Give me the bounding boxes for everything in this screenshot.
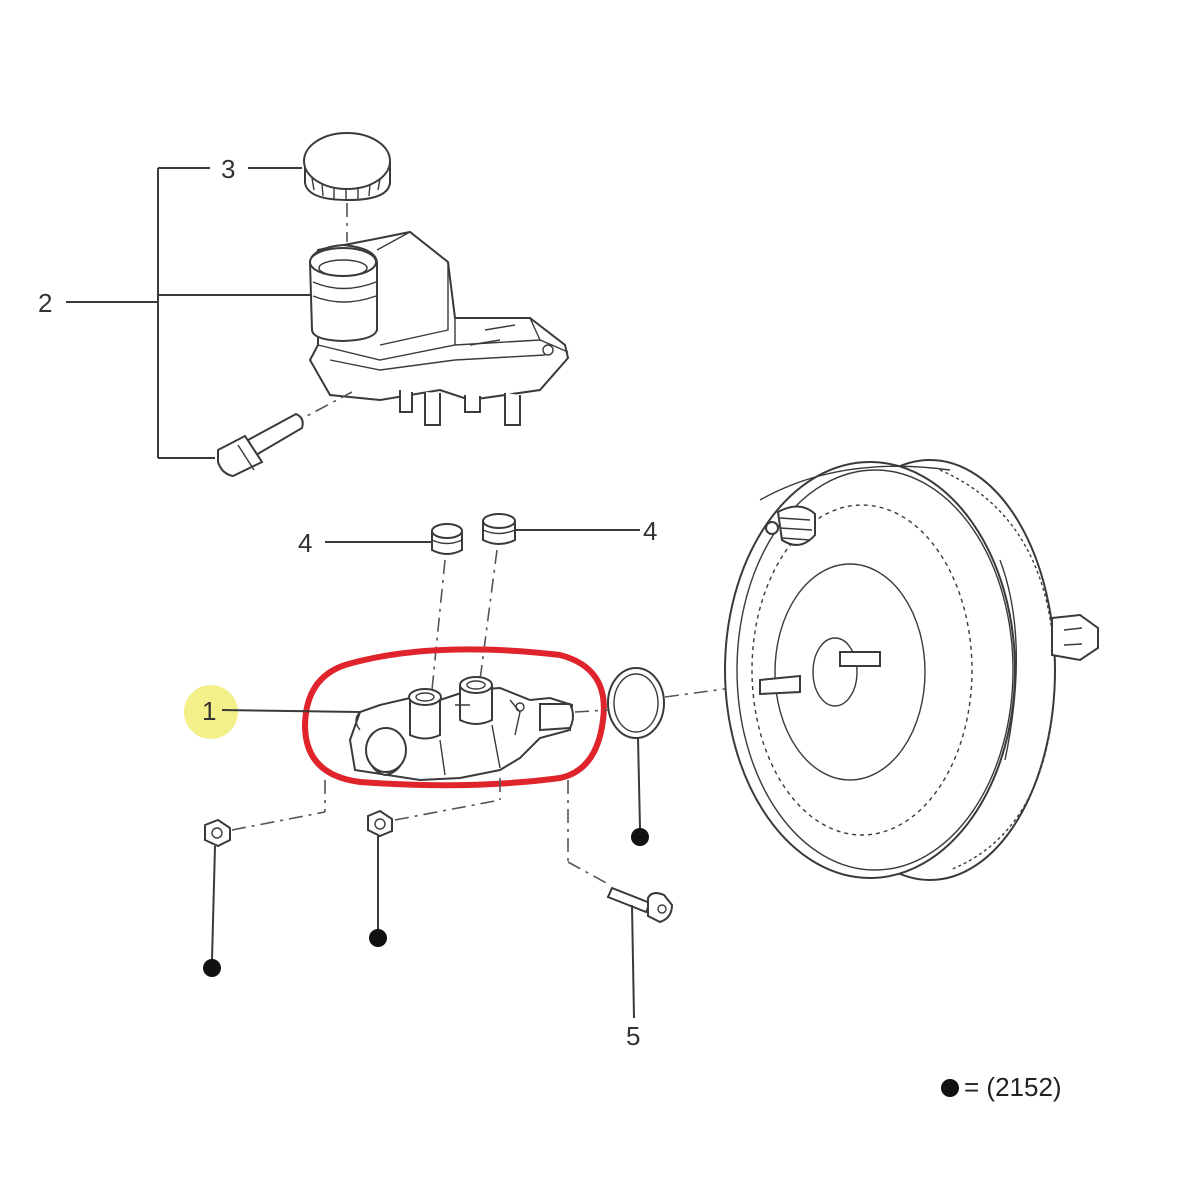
brake-booster xyxy=(724,459,1099,881)
o-ring xyxy=(607,667,665,739)
nut-middle xyxy=(367,809,393,838)
cylinder-axis-line xyxy=(574,709,609,713)
callout-4-right: 4 xyxy=(643,516,657,546)
highlight-ring xyxy=(301,646,607,789)
torque-marker-nut-middle xyxy=(369,929,387,947)
torque-marker-nut-left xyxy=(203,959,221,977)
callout-4-left: 4 xyxy=(298,528,312,558)
nut-middle-axis-line xyxy=(394,799,501,821)
nut-left-leader xyxy=(211,845,216,961)
callout-3: 3 xyxy=(221,154,235,184)
brake-master-cylinder xyxy=(348,676,574,782)
torque-marker-oring xyxy=(631,828,649,846)
legend-label: = (2152) xyxy=(964,1072,1062,1102)
reservoir-cap xyxy=(303,132,391,202)
callout-1: 1 xyxy=(202,696,216,726)
reservoir-connector xyxy=(217,412,304,478)
legend-dot-icon xyxy=(941,1079,959,1097)
brake-fluid-reservoir xyxy=(308,230,570,426)
seal-right-axis-line xyxy=(479,549,498,681)
callout-lines-4 xyxy=(325,529,640,543)
bolt-leader xyxy=(631,904,635,1019)
torque-legend: = (2152) xyxy=(941,1072,1062,1102)
callout-2: 2 xyxy=(38,288,52,318)
callout-5: 5 xyxy=(626,1021,640,1051)
callout-marker-circle xyxy=(184,685,238,739)
bolt-axis-line-2 xyxy=(567,861,611,886)
callout-bracket-2-3 xyxy=(66,167,312,459)
bolt xyxy=(606,886,674,924)
seal-left xyxy=(431,523,463,555)
callout-leader-1 xyxy=(221,709,361,713)
seal-left-axis-line xyxy=(431,559,446,691)
seal-right xyxy=(482,513,516,545)
nut-left-axis-line xyxy=(231,811,326,831)
oring-leader xyxy=(637,737,641,829)
nut-left xyxy=(204,818,231,848)
